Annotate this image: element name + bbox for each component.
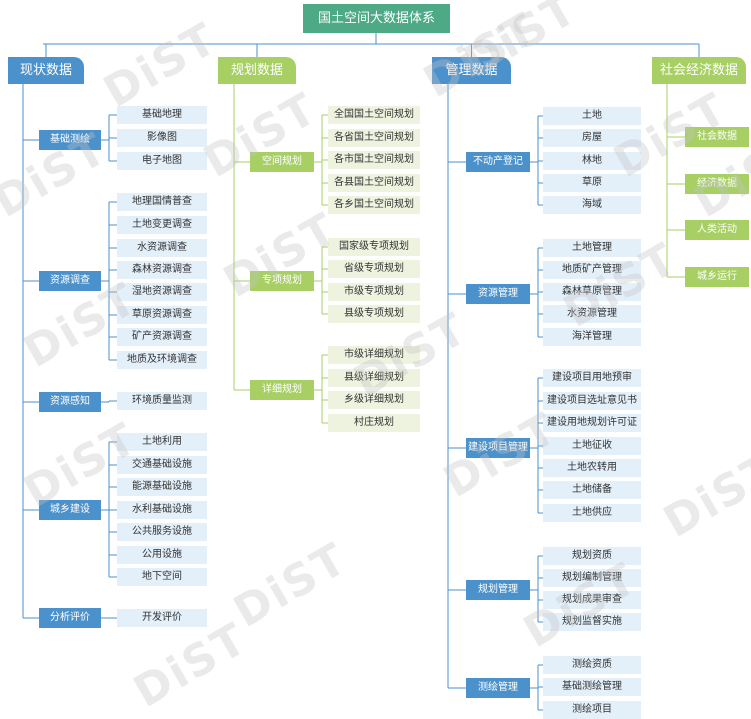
leaf-node: 市级详细规划 <box>328 346 420 364</box>
leaf-node: 地质矿产管理 <box>543 261 641 279</box>
leaf-node: 开发评价 <box>117 609 207 627</box>
leaf-node: 国家级专项规划 <box>328 238 420 256</box>
leaf-node: 各乡国土空间规划 <box>328 196 420 214</box>
leaf-node: 土地农转用 <box>543 459 641 477</box>
leaf-node: 地下空间 <box>117 568 207 586</box>
leaf-node: 能源基础设施 <box>117 478 207 496</box>
category-header: 现状数据 <box>8 57 84 84</box>
leaf-node: 乡级详细规划 <box>328 391 420 409</box>
leaf-node: 影像图 <box>117 129 207 147</box>
leaf-node: 草原资源调查 <box>117 306 207 324</box>
group-node: 资源调查 <box>39 271 101 291</box>
leaf-node: 矿产资源调查 <box>117 328 207 346</box>
leaf-node: 公共服务设施 <box>117 523 207 541</box>
leaf-node: 水利基础设施 <box>117 501 207 519</box>
leaf-node: 地理国情普查 <box>117 193 207 211</box>
leaf-node: 公用设施 <box>117 546 207 564</box>
category-header: 规划数据 <box>218 57 296 84</box>
leaf-node: 各省国土空间规划 <box>328 129 420 147</box>
group-node: 城乡运行 <box>685 267 749 287</box>
leaf-node: 土地供应 <box>543 504 641 522</box>
leaf-node: 草原 <box>543 174 641 192</box>
leaf-node: 海域 <box>543 196 641 214</box>
leaf-node: 各市国土空间规划 <box>328 151 420 169</box>
group-node: 测绘管理 <box>466 678 530 698</box>
leaf-node: 规划资质 <box>543 547 641 565</box>
leaf-node: 基础地理 <box>117 106 207 124</box>
leaf-node: 建设项目用地预审 <box>543 369 641 387</box>
root-node: 国土空间大数据体系 <box>303 4 450 33</box>
leaf-node: 各县国土空间规划 <box>328 174 420 192</box>
leaf-node: 土地征收 <box>543 437 641 455</box>
group-node: 建设项目管理 <box>466 438 530 458</box>
group-node: 规划管理 <box>466 580 530 600</box>
group-node: 空间规划 <box>250 152 314 172</box>
leaf-node: 省级专项规划 <box>328 260 420 278</box>
leaf-node: 林地 <box>543 152 641 170</box>
leaf-node: 村庄规划 <box>328 414 420 432</box>
leaf-node: 土地变更调查 <box>117 216 207 234</box>
leaf-node: 土地管理 <box>543 239 641 257</box>
leaf-node: 森林资源调查 <box>117 261 207 279</box>
leaf-node: 电子地图 <box>117 152 207 170</box>
leaf-node: 水资源管理 <box>543 305 641 323</box>
leaf-node: 测绘项目 <box>543 701 641 719</box>
leaf-node: 县级详细规划 <box>328 369 420 387</box>
group-node: 资源管理 <box>466 284 530 304</box>
leaf-node: 基础测绘管理 <box>543 678 641 696</box>
leaf-node: 房屋 <box>543 129 641 147</box>
leaf-node: 森林草原管理 <box>543 283 641 301</box>
group-node: 基础测绘 <box>39 130 101 150</box>
leaf-node: 市级专项规划 <box>328 283 420 301</box>
category-header: 管理数据 <box>432 57 511 84</box>
group-node: 社会数据 <box>685 127 749 147</box>
leaf-node: 水资源调查 <box>117 239 207 257</box>
group-node: 资源感知 <box>39 392 101 412</box>
leaf-node: 环境质量监测 <box>117 392 207 410</box>
leaf-node: 地质及环境调查 <box>117 351 207 369</box>
leaf-node: 交通基础设施 <box>117 456 207 474</box>
leaf-node: 湿地资源调查 <box>117 283 207 301</box>
group-node: 城乡建设 <box>39 500 101 520</box>
leaf-node: 县级专项规划 <box>328 305 420 323</box>
leaf-node: 土地储备 <box>543 481 641 499</box>
leaf-node: 规划成果审查 <box>543 591 641 609</box>
leaf-node: 建设用地规划许可证 <box>543 414 641 432</box>
category-header: 社会经济数据 <box>652 57 746 84</box>
leaf-node: 土地 <box>543 107 641 125</box>
leaf-node: 海洋管理 <box>543 328 641 346</box>
leaf-node: 规划编制管理 <box>543 569 641 587</box>
leaf-node: 建设项目选址意见书 <box>543 392 641 410</box>
leaf-node: 测绘资质 <box>543 656 641 674</box>
leaf-node: 全国国土空间规划 <box>328 106 420 124</box>
group-node: 详细规划 <box>250 380 314 400</box>
group-node: 专项规划 <box>250 271 314 291</box>
leaf-node: 规划监督实施 <box>543 613 641 631</box>
group-node: 经济数据 <box>685 174 749 194</box>
group-node: 人类活动 <box>685 220 749 240</box>
leaf-node: 土地利用 <box>117 433 207 451</box>
group-node: 不动产登记 <box>466 152 530 172</box>
group-node: 分析评价 <box>39 608 101 628</box>
